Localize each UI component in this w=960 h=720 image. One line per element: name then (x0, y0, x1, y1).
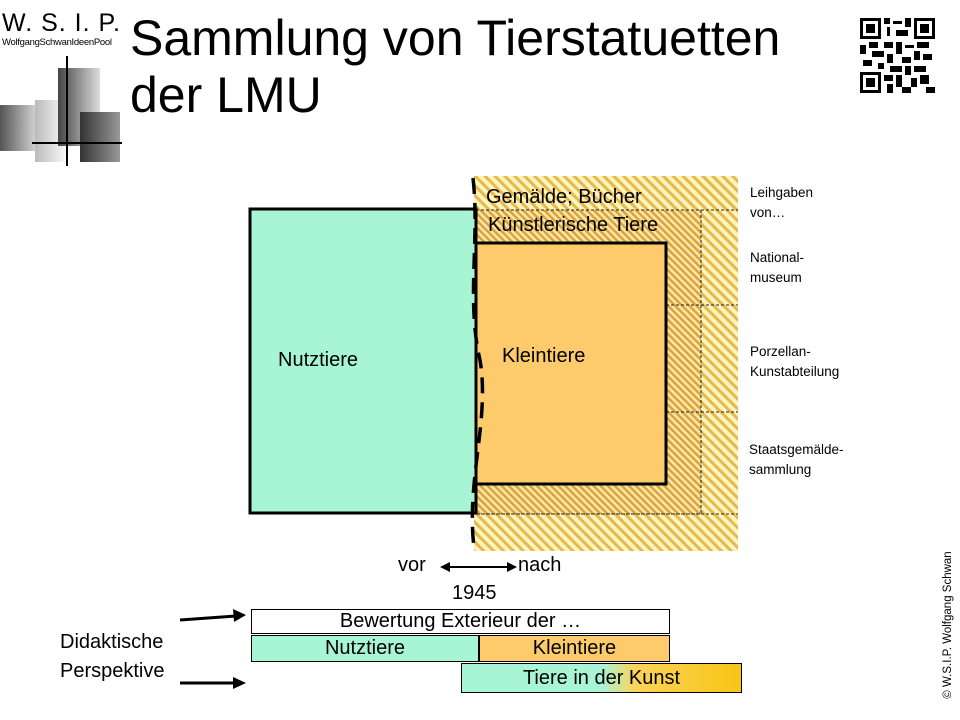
subdivision-lines (476, 209, 738, 515)
bar-kleintiere: Kleintiere (479, 635, 670, 662)
side-label-porzellan: Porzellan- Kunstabteilung (750, 344, 840, 379)
didactic-arrows (179, 609, 246, 689)
bar-bewertung: Bewertung Exterieur der … (251, 609, 670, 634)
nutztiere-region (248, 207, 478, 515)
timeline-year-label: 1945 (452, 582, 497, 604)
kleintiere-region (474, 241, 668, 486)
timeline-after-label: nach (518, 554, 562, 576)
bar-nutztiere: Nutztiere (251, 635, 479, 662)
divider-1945-line (470, 177, 485, 549)
page-title-line2: der LMU (130, 67, 322, 123)
timeline-before-label: vor (398, 554, 426, 576)
side-label-nationalmuseum: National- museum (750, 250, 805, 285)
copyright-text: © W.S.I.P. Wolfgang Schwan (942, 551, 954, 699)
page-title-line1: Sammlung von Tierstatuetten (130, 10, 781, 66)
logo-title: W. S. I. P. (2, 9, 121, 37)
didactic-label: Didaktische Perspektive (60, 631, 165, 682)
page-title: Sammlung von Tierstatuetten der LMU (130, 10, 850, 124)
side-label-staatsgemaelde: Staatsgemälde- sammlung (749, 442, 844, 477)
timeline-arrow (440, 562, 517, 572)
kleintiere-label: Kleintiere (502, 345, 586, 367)
nutztiere-label: Nutztiere (278, 349, 359, 371)
gemaelde-label: Gemälde; Bücher (486, 186, 642, 208)
logo-subtitle: WolfgangSchwanIdeenPool (2, 37, 112, 48)
side-label-leihgaben: Leihgaben von… (750, 185, 814, 220)
kuenstlerische-label: Künstlerische Tiere (488, 214, 659, 236)
qr-code-icon (860, 18, 935, 93)
bar-tiere-in-der-kunst: Tiere in der Kunst (461, 663, 742, 693)
